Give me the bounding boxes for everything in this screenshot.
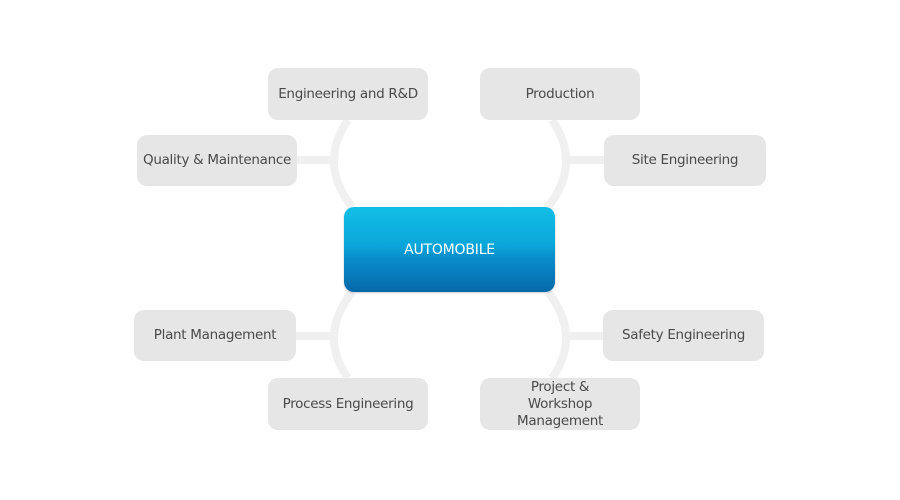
node-label: Site Engineering xyxy=(631,152,739,168)
center-node-automobile: AUTOMOBILE xyxy=(344,207,555,292)
connector-bottom-left-arc xyxy=(329,289,356,381)
node-project-workshop: Project & Workshop Management xyxy=(480,378,640,430)
node-site-engineering: Site Engineering xyxy=(604,135,766,186)
node-label: Process Engineering xyxy=(282,395,414,412)
node-label: Production xyxy=(525,85,595,102)
node-label: Plant Management xyxy=(153,327,277,343)
node-process-engineering: Process Engineering xyxy=(268,378,428,430)
connector-bottom-right-arc xyxy=(544,289,571,381)
node-label: Safety Engineering xyxy=(621,327,746,343)
node-production: Production xyxy=(480,68,640,120)
node-plant-management: Plant Management xyxy=(134,310,296,361)
node-quality-maintenance: Quality & Maintenance xyxy=(137,135,297,186)
center-label: AUTOMOBILE xyxy=(404,241,495,258)
node-label: Engineering and R&D xyxy=(278,85,418,102)
connector-top-right-arc xyxy=(544,117,571,210)
node-engineering-rd: Engineering and R&D xyxy=(268,68,428,120)
node-label: Quality & Maintenance xyxy=(143,152,291,168)
node-label: Project & Workshop Management xyxy=(517,378,603,429)
connector-top-left-arc xyxy=(329,117,356,210)
node-safety-engineering: Safety Engineering xyxy=(603,310,764,361)
